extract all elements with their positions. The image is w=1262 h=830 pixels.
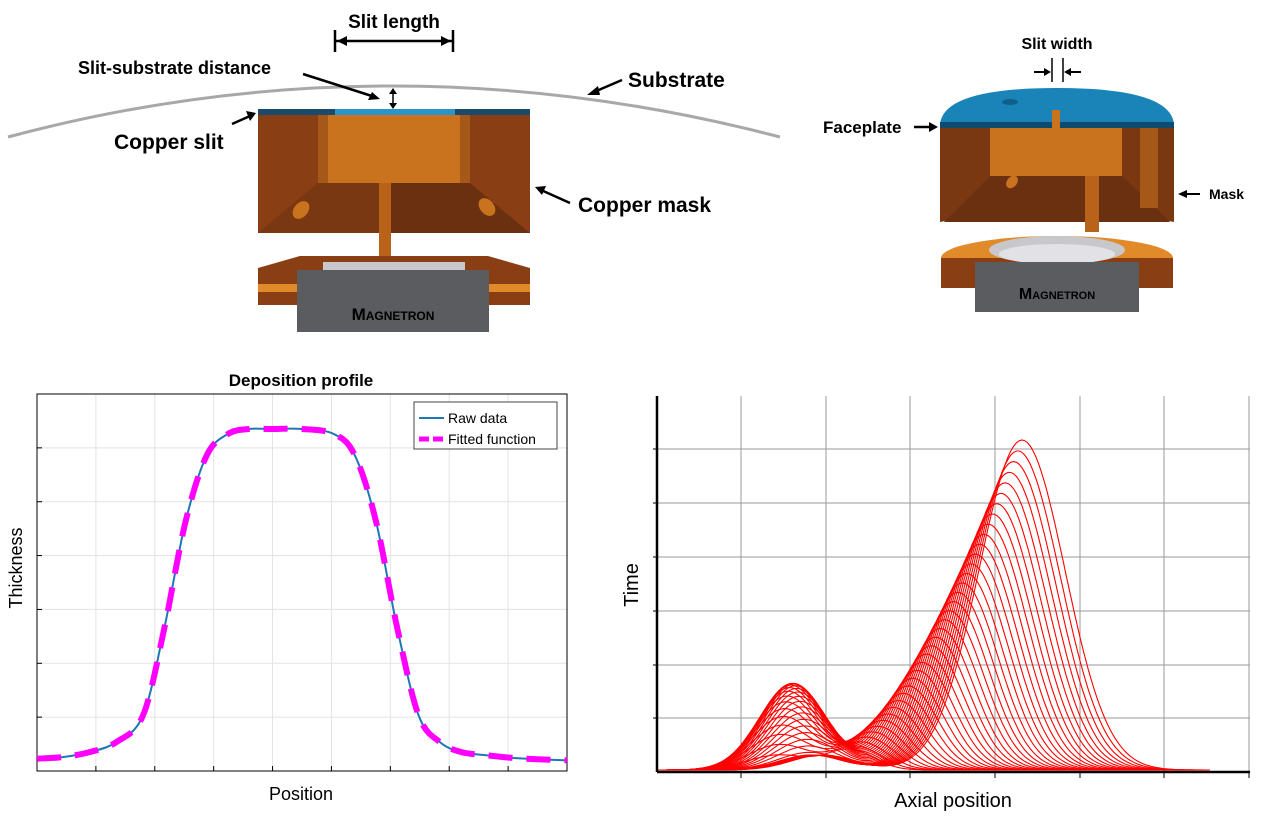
waterfall-trace xyxy=(657,591,1210,771)
copper-mask-label: Copper mask xyxy=(578,194,711,217)
left-apparatus-diagram: Magnetron Slit length Slit-substrate dis… xyxy=(7,12,781,332)
mask-label: Mask xyxy=(1209,186,1244,202)
chart1-ylabel: Thickness xyxy=(6,527,26,608)
slit-length-label: Slit length xyxy=(348,12,440,33)
magnetron-label-right: Magnetron xyxy=(1019,286,1095,303)
waterfall-trace xyxy=(657,533,1210,771)
slit-width-label: Slit width xyxy=(1021,36,1092,53)
faceplate xyxy=(940,88,1174,125)
magnetron-label: Magnetron xyxy=(352,305,435,324)
copper-slit-label: Copper slit xyxy=(114,131,224,154)
chart1-xlabel: Position xyxy=(269,784,333,804)
chart1-title: Deposition profile xyxy=(229,371,374,390)
series-fitted-function xyxy=(36,425,568,764)
chart1-frame xyxy=(36,393,568,772)
chart1-legend: Raw data Fitted function xyxy=(413,401,558,450)
waterfall-trace xyxy=(657,461,1210,771)
magnetron-block xyxy=(297,270,489,332)
waterfall-trace xyxy=(657,563,1210,771)
substrate-arc xyxy=(7,84,781,139)
chart2-xlabel: Axial position xyxy=(894,790,1012,812)
waterfall-trace xyxy=(657,439,1210,771)
faceplate-label: Faceplate xyxy=(823,118,901,137)
substrate-label: Substrate xyxy=(628,69,725,92)
legend-raw-label: Raw data xyxy=(448,410,507,426)
right-apparatus-diagram: Magnetron Slit width Faceplate Mask xyxy=(823,36,1244,312)
chart2-ylabel: Time xyxy=(621,563,643,607)
slit-substrate-distance-label: Slit-substrate distance xyxy=(78,58,271,78)
legend-fit-label: Fitted function xyxy=(448,431,536,447)
magnetron-block-right xyxy=(975,262,1139,312)
